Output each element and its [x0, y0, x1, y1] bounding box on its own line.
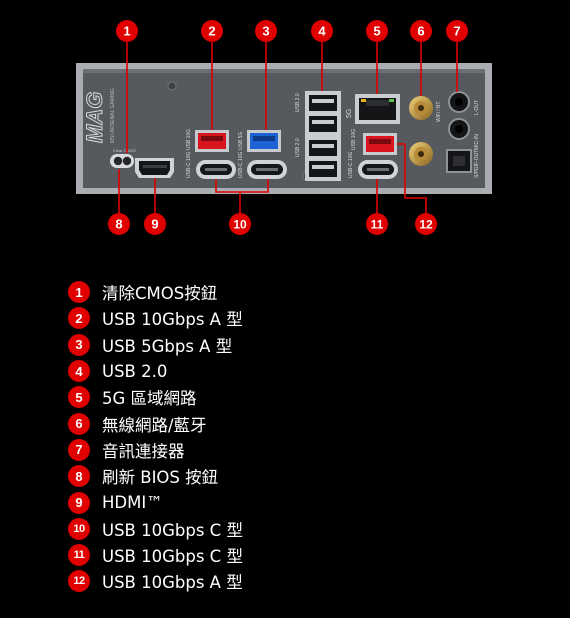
callout-10: 10 — [229, 213, 251, 235]
legend-item: 1 清除CMOS按鈕 — [68, 279, 548, 305]
legend-label: 無線網路/藍牙 — [102, 415, 207, 435]
legend-number: 10 — [68, 517, 90, 540]
svg-text:3: 3 — [262, 24, 269, 39]
legend-number: 7 — [68, 438, 90, 461]
audio-jacks — [446, 91, 472, 173]
svg-text:S/PDIF-OUT: S/PDIF-OUT — [474, 150, 480, 178]
legend-number: 11 — [68, 544, 90, 567]
legend-item: 5 5G 區域網路 — [68, 384, 548, 410]
legend-label: USB 5Gbps A 型 — [102, 336, 233, 356]
svg-text:USB 5G: USB 5G — [238, 132, 244, 150]
legend-number: 1 — [68, 281, 90, 304]
legend-item: 8 刷新 BIOS 按鈕 — [68, 463, 548, 489]
svg-text:10: 10 — [233, 218, 247, 232]
svg-text:USB-C 10G: USB-C 10G — [186, 151, 192, 178]
svg-text:5: 5 — [373, 24, 380, 39]
legend-label: HDMI™ — [102, 493, 163, 513]
wifi-antenna-connector — [409, 96, 433, 166]
svg-text:2: 2 — [208, 24, 215, 39]
legend-number: 3 — [68, 333, 90, 356]
callout-7: 7 — [446, 20, 468, 42]
svg-text:WiFi / BT: WiFi / BT — [436, 101, 442, 122]
svg-text:12: 12 — [419, 218, 433, 232]
legend-item: 10 USB 10Gbps C 型 — [68, 516, 548, 542]
legend-number: 6 — [68, 412, 90, 435]
svg-text:6: 6 — [417, 24, 424, 39]
legend-number: 5 — [68, 386, 90, 409]
callout-1: 1 — [116, 20, 138, 42]
legend-item: 11 USB 10Gbps C 型 — [68, 542, 548, 568]
legend-item: 7 音訊連接器 — [68, 437, 548, 463]
usb-10g-type-a-port-right — [363, 133, 397, 155]
svg-text:1: 1 — [123, 24, 130, 39]
legend-number: 2 — [68, 307, 90, 330]
svg-text:9: 9 — [151, 217, 158, 232]
legend-item: 12 USB 10Gbps A 型 — [68, 568, 548, 594]
legend-label: 刷新 BIOS 按鈕 — [102, 468, 219, 488]
legend-item: 3 USB 5Gbps A 型 — [68, 332, 548, 358]
svg-text:5G: 5G — [346, 109, 353, 118]
svg-text:MSI ARSENAL GAMING: MSI ARSENAL GAMING — [110, 88, 116, 143]
callout-6: 6 — [410, 20, 432, 42]
usb-5g-type-a-port — [247, 130, 281, 152]
callout-5: 5 — [366, 20, 388, 42]
svg-text:USB 10G: USB 10G — [186, 129, 192, 150]
legend-item: 6 無線網路/藍牙 — [68, 410, 548, 436]
callout-4: 4 — [311, 20, 333, 42]
legend-label: USB 10Gbps A 型 — [102, 573, 243, 593]
callout-8: 8 — [108, 213, 130, 235]
callout-9: 9 — [144, 213, 166, 235]
svg-text:11: 11 — [371, 218, 384, 232]
usb-c-port-right — [358, 160, 398, 179]
callout-3: 3 — [255, 20, 277, 42]
legend-label: USB 10Gbps A 型 — [102, 310, 243, 330]
svg-text:USB 2.0: USB 2.0 — [295, 138, 301, 157]
svg-text:L-OUT: L-OUT — [474, 100, 480, 115]
io-panel-diagram: MAG MSI ARSENAL GAMING Clear CMOS — [76, 20, 492, 235]
legend-label: 5G 區域網路 — [102, 389, 197, 409]
svg-text:MIC-IN: MIC-IN — [474, 134, 480, 150]
svg-text:USB 2.0: USB 2.0 — [295, 93, 301, 112]
usb-c-port — [247, 160, 287, 179]
lan-port — [355, 94, 400, 124]
svg-text:USB-C 10G: USB-C 10G — [348, 151, 354, 178]
svg-text:USB-C 10G: USB-C 10G — [238, 151, 244, 178]
svg-text:USB 10G: USB 10G — [351, 129, 357, 150]
callout-2: 2 — [201, 20, 223, 42]
legend-label: USB 10Gbps C 型 — [102, 547, 243, 567]
svg-text:MAG: MAG — [82, 92, 107, 143]
usb-2-port-stack — [305, 91, 341, 181]
legend-number: 4 — [68, 360, 90, 383]
legend-number: 9 — [68, 491, 90, 514]
legend-label: USB 10Gbps C 型 — [102, 520, 243, 540]
hdmi-port — [135, 158, 174, 178]
usb-10g-type-a-port — [195, 130, 229, 152]
svg-text:Clear CMOS: Clear CMOS — [113, 148, 136, 153]
legend-number: 12 — [68, 570, 90, 593]
legend-item: 2 USB 10Gbps A 型 — [68, 305, 548, 331]
legend-item: 9 HDMI™ — [68, 489, 548, 515]
svg-text:8: 8 — [115, 217, 122, 232]
usb-c-port — [196, 160, 236, 179]
legend-label: 音訊連接器 — [102, 441, 185, 461]
svg-text:4: 4 — [318, 24, 326, 39]
callout-11: 11 — [366, 213, 388, 235]
legend-item: 4 USB 2.0 — [68, 358, 548, 384]
svg-text:7: 7 — [453, 24, 460, 39]
legend-number: 8 — [68, 465, 90, 488]
callout-12: 12 — [415, 213, 437, 235]
legend-label: 清除CMOS按鈕 — [102, 284, 218, 304]
mag-logo: MAG MSI ARSENAL GAMING — [82, 88, 117, 143]
legend-label: USB 2.0 — [102, 361, 168, 381]
flash-bios-button — [110, 154, 134, 168]
